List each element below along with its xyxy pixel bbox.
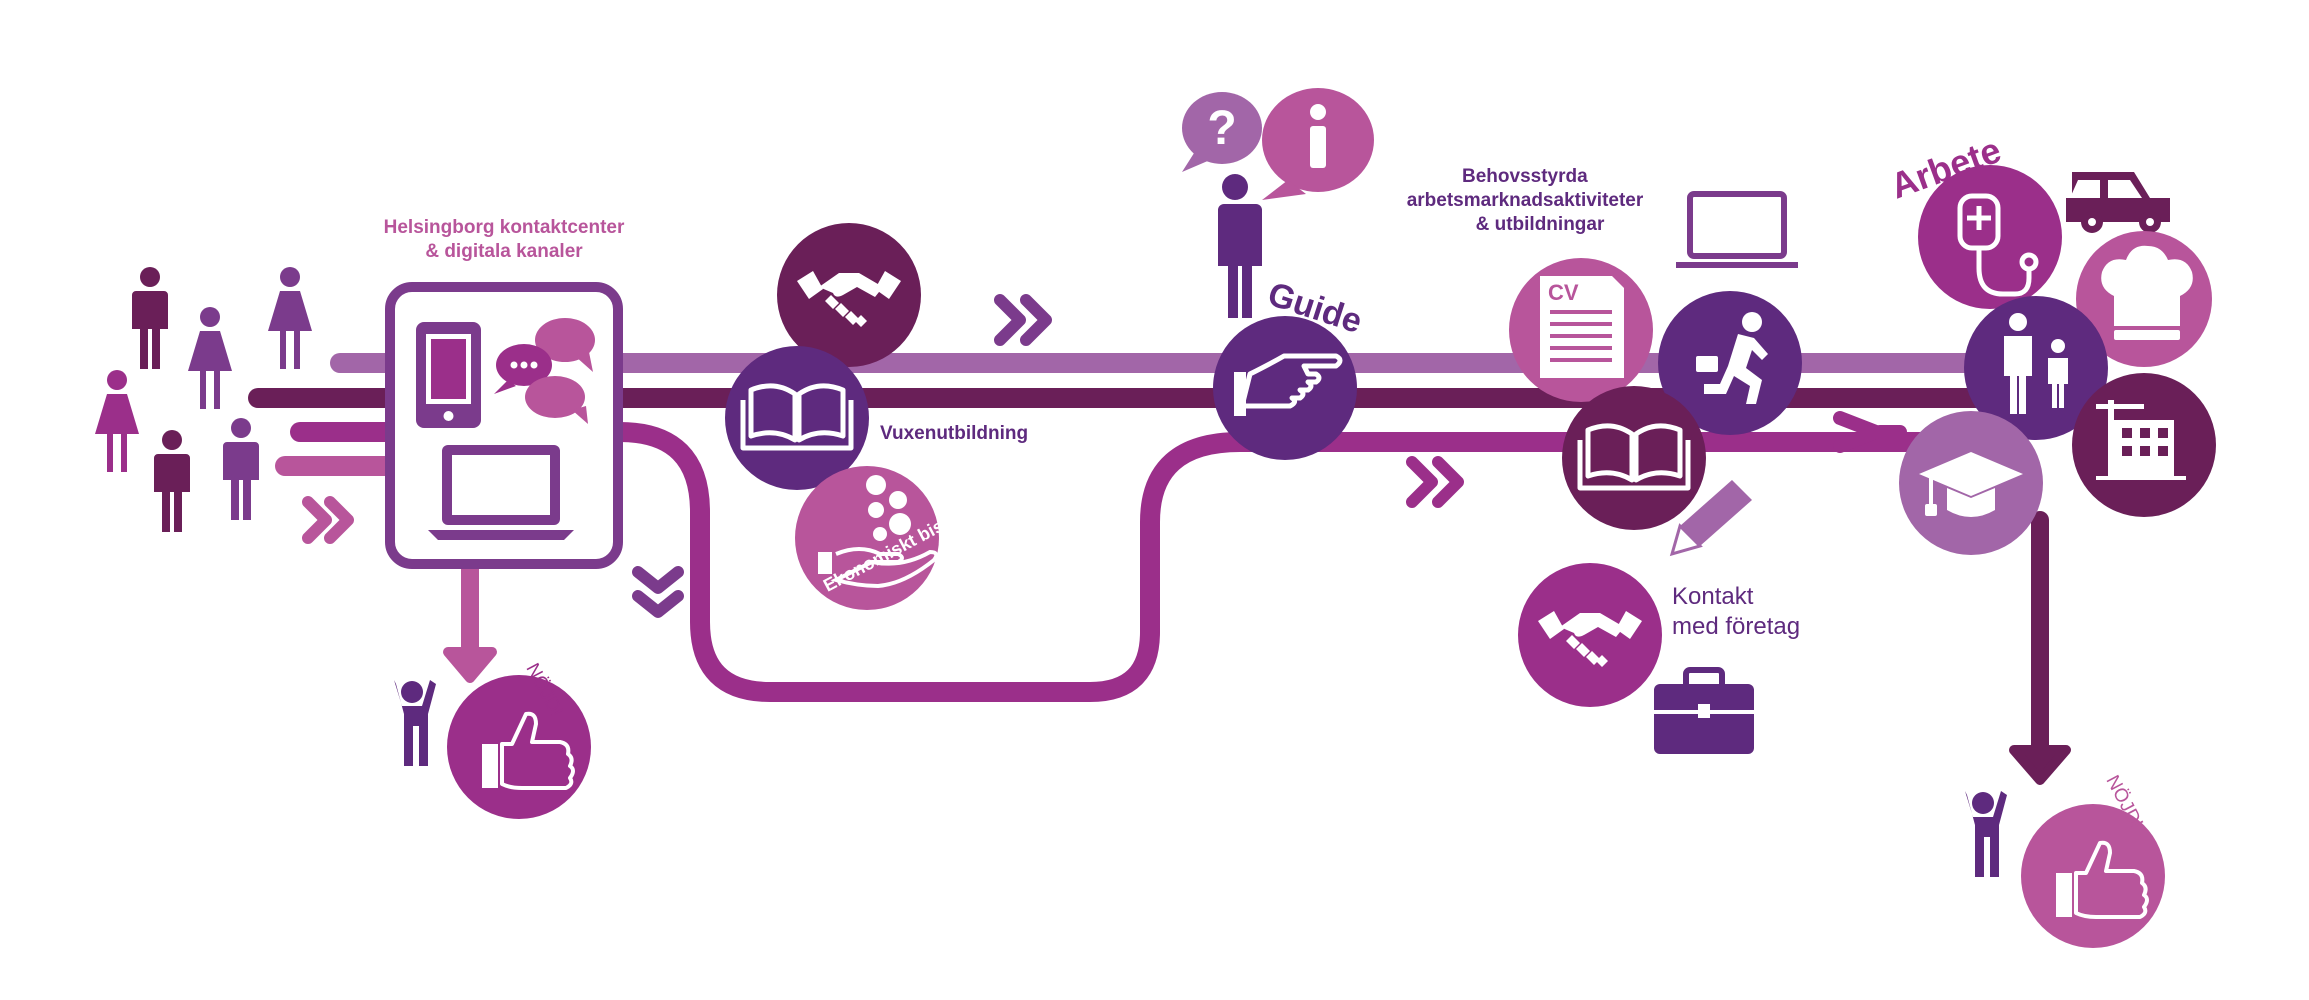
- book-circle-2: [1562, 386, 1706, 530]
- contact-center-line1: Helsingborg kontaktcenter: [383, 217, 625, 238]
- double-chevron-icon: [632, 566, 684, 618]
- person-icon: [95, 370, 139, 472]
- flow-line-detour: [610, 422, 1950, 702]
- chat-bubbles-icon: [494, 318, 595, 424]
- satisfied-left: [394, 675, 591, 819]
- person-icon: [132, 267, 168, 369]
- person-icon: [268, 267, 312, 369]
- question-bubble-icon: ?: [1182, 92, 1262, 172]
- contact-companies-label: Kontakt med företag: [1672, 582, 1800, 642]
- labour-market-line2: arbetsmarknadsaktiviteter: [1406, 190, 1644, 211]
- contact-center-line2: & digitala kanaler: [425, 241, 583, 262]
- construction-circle: [2072, 373, 2216, 517]
- double-chevron-icon: [994, 294, 1052, 346]
- guide-section: ?: [1182, 88, 1374, 460]
- person-icon: [1214, 174, 1262, 318]
- laptop-icon: [428, 445, 574, 540]
- car-icon: [2066, 172, 2170, 233]
- chef-hat-icon: [2101, 245, 2193, 340]
- contact-center-title: Helsingborg kontaktcenter & digitala kan…: [349, 216, 659, 264]
- person-icon: [188, 307, 232, 409]
- financial-aid-circle: [795, 466, 939, 610]
- coins-hand-icon: [818, 475, 939, 589]
- adult-education-label: Vuxenutbildning: [880, 423, 1029, 444]
- cv-document-icon: [1540, 276, 1624, 378]
- education-circle: [1899, 411, 2043, 555]
- book-circle-1: [725, 346, 869, 490]
- stethoscope-icon: [1957, 193, 2039, 297]
- contact-companies-line1: Kontakt: [1672, 583, 1754, 610]
- double-chevron-icon: [302, 496, 354, 544]
- smartphone-icon: [416, 322, 481, 428]
- arrow-icon: [443, 647, 497, 683]
- family-circle: [1964, 296, 2108, 440]
- work-cluster: [1899, 165, 2216, 555]
- pointing-hand-icon: [1234, 353, 1343, 416]
- labour-market-line1: Behovsstyrda: [1462, 166, 1588, 187]
- laptop-icon: [1676, 191, 1798, 268]
- pencil-icon: [1669, 480, 1752, 557]
- chef-circle: [2076, 231, 2212, 367]
- cv-badge-label: CV: [1548, 280, 1579, 305]
- runner-circle: [1658, 291, 1802, 435]
- health-circle: [1918, 165, 2062, 309]
- guide-circle: [1213, 316, 1357, 460]
- arrow-icon: [2009, 745, 2071, 785]
- satisfied-right: [1965, 791, 2165, 948]
- graduation-cap-icon: [1919, 452, 2023, 517]
- handshake-circle-2: [1518, 563, 1662, 707]
- contact-companies-line2: med företag: [1672, 613, 1801, 640]
- building-crane-icon: [2096, 400, 2186, 480]
- arrow-icon: [1833, 411, 1907, 453]
- cv-circle: [1509, 258, 1653, 402]
- runner-briefcase-icon: [1696, 312, 1768, 404]
- briefcase-icon: [1654, 667, 1754, 754]
- labour-market-line3: & utbildningar: [1475, 214, 1605, 235]
- contact-center-panel: [385, 282, 623, 569]
- parent-child-icon: [2004, 313, 2068, 414]
- double-chevron-icon: [1406, 456, 1464, 508]
- person-icon: [394, 680, 436, 766]
- labour-market-title: Behovsstyrda arbetsmarknadsaktiviteter &…: [1380, 165, 1670, 237]
- svg-text:?: ?: [1207, 102, 1236, 155]
- info-bubble-icon: [1262, 88, 1374, 200]
- labour-market-cluster: [1509, 191, 1802, 754]
- person-icon: [223, 418, 259, 520]
- person-icon: [1965, 791, 2007, 877]
- person-icon: [154, 430, 190, 532]
- handshake-circle-1: [777, 223, 921, 367]
